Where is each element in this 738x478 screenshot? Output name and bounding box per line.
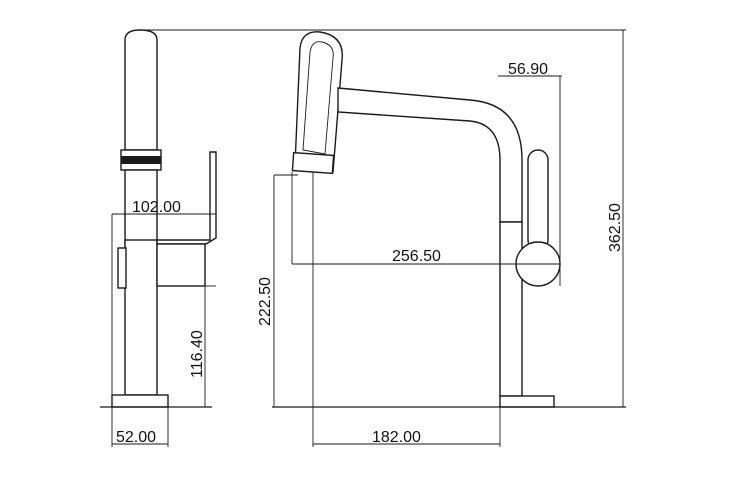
side-spray-head (124, 29, 158, 151)
front-spout-arm (337, 87, 523, 223)
side-base (111, 394, 169, 408)
dim-side-base-width: 52.00 (116, 429, 156, 446)
side-collar-band (121, 156, 161, 164)
front-spray-collar (291, 151, 335, 175)
dim-front-total-height: 362.50 (607, 203, 624, 252)
side-lever (156, 151, 217, 245)
front-base (499, 395, 555, 408)
side-body (124, 239, 158, 396)
front-body (499, 221, 523, 397)
side-lever-block (156, 243, 206, 287)
dim-front-spout-height: 222.50 (257, 277, 274, 326)
side-cartridge (117, 247, 127, 289)
front-spray-face (302, 41, 334, 155)
side-neck (124, 169, 158, 246)
front-view: 222.50 256.50 56.90 362.50 182.00 (140, 29, 626, 447)
front-spray-head (294, 31, 344, 173)
dim-front-handle-offset: 56.90 (508, 61, 548, 78)
front-lever (527, 149, 549, 251)
dim-front-base-to-spout: 182.00 (372, 429, 421, 446)
dim-side-width-top: 102.00 (132, 199, 181, 216)
dim-front-reach: 256.50 (392, 248, 441, 265)
dim-side-height-lever: 116.40 (189, 330, 206, 378)
side-view: 102.00 116.40 52.00 (100, 29, 217, 447)
